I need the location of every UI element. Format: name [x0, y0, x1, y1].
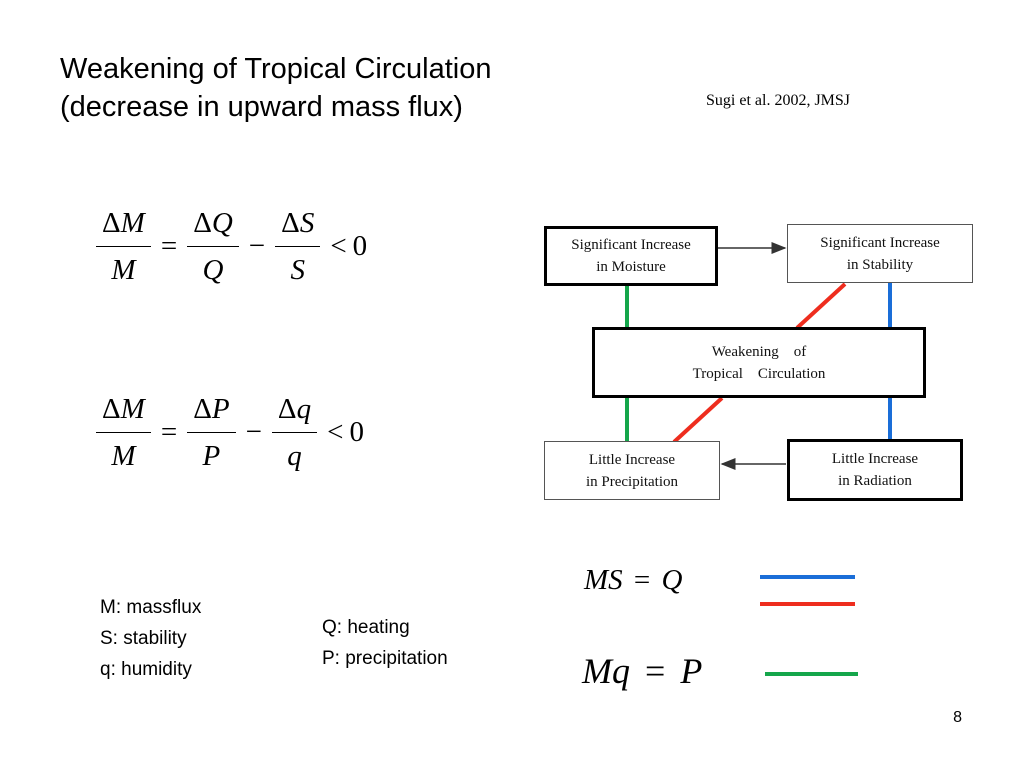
fraction-dm-m: ΔM M	[96, 206, 151, 287]
slide-title: Weakening of Tropical Circulation (decre…	[60, 50, 491, 126]
definition-item: q: humidity	[100, 659, 192, 680]
box-weakening: Weakening of Tropical Circulation	[592, 327, 926, 398]
zero: 0	[352, 230, 368, 262]
fraction-dq-q-humidity: Δq q	[271, 392, 318, 473]
delta-symbol: Δ	[102, 207, 121, 239]
definitions-right: Q: heating P: precipitation	[322, 612, 448, 674]
box-label: in Radiation	[838, 473, 912, 489]
fraction-dp-p: ΔP P	[187, 392, 236, 473]
numerator: q	[296, 393, 312, 425]
equals-sign: =	[633, 564, 651, 596]
box-label: Tropical Circulation	[692, 365, 826, 382]
denominator: q	[287, 440, 302, 472]
relation-mq-p: Mq = P	[582, 650, 702, 692]
numerator: Q	[211, 207, 233, 239]
numerator: S	[299, 207, 315, 239]
box-label: Significant Increase	[820, 234, 940, 251]
box-stability: Significant Increase in Stability	[787, 224, 973, 283]
box-label: in Precipitation	[585, 473, 679, 490]
numerator: M	[120, 207, 145, 239]
equals-sign: =	[645, 651, 666, 691]
box-label: Little Increase	[831, 451, 919, 467]
fraction-ds-s: ΔS S	[275, 206, 321, 287]
definition-item: S: stability	[100, 628, 187, 649]
numerator: M	[120, 393, 145, 425]
red-link-stability-weakening	[795, 282, 847, 330]
box-label: in Moisture	[596, 259, 666, 275]
denominator: P	[202, 440, 221, 472]
denominator: Q	[202, 254, 224, 286]
relation-ms-q: MS = Q	[584, 564, 682, 597]
fraction-dq-q: ΔQ Q	[187, 206, 239, 287]
title-line-2: (decrease in upward mass flux)	[60, 91, 463, 123]
box-precipitation: Little Increase in Precipitation	[544, 441, 720, 500]
box-label: Significant Increase	[571, 237, 691, 253]
box-label: Little Increase	[588, 451, 676, 468]
delta-symbol: Δ	[277, 393, 297, 425]
citation: Sugi et al. 2002, JMSJ	[706, 92, 851, 109]
box-radiation: Little Increase in Radiation	[787, 439, 963, 501]
minus-sign: −	[248, 230, 266, 262]
box-label: in Stability	[846, 256, 914, 273]
denominator: M	[111, 254, 136, 286]
definition-item: Q: heating	[322, 617, 410, 638]
definition-item: M: massflux	[100, 597, 202, 618]
less-than-sign: <	[327, 416, 344, 448]
numerator: P	[211, 393, 230, 425]
relation-left: Mq	[582, 651, 630, 691]
red-link-weakening-precipitation	[672, 396, 724, 444]
minus-sign: −	[245, 416, 262, 448]
denominator: M	[111, 440, 136, 472]
delta-symbol: Δ	[193, 393, 212, 425]
delta-symbol: Δ	[102, 393, 121, 425]
equals-sign: =	[160, 230, 178, 262]
definition-item: P: precipitation	[322, 648, 448, 669]
relation-left: MS	[584, 564, 623, 596]
box-moisture: Significant Increase in Moisture	[544, 226, 718, 286]
relation-right: Q	[661, 564, 683, 596]
delta-symbol: Δ	[193, 207, 212, 239]
fraction-dm-m: ΔM M	[96, 392, 151, 473]
denominator: S	[290, 254, 305, 286]
equation-mass-flux-heating: ΔM M = ΔQ Q − ΔS S < 0	[92, 206, 367, 287]
relation-right: P	[680, 651, 703, 691]
less-than-sign: <	[330, 230, 347, 262]
zero: 0	[349, 416, 364, 448]
equals-sign: =	[160, 416, 178, 448]
title-line-1: Weakening of Tropical Circulation	[60, 53, 492, 85]
delta-symbol: Δ	[281, 207, 300, 239]
box-label: Weakening of	[711, 343, 807, 360]
definitions-left: M: massflux S: stability q: humidity	[100, 592, 201, 685]
equation-mass-flux-precipitation: ΔM M = ΔP P − Δq q < 0	[92, 392, 364, 473]
page-number: 8	[953, 709, 962, 726]
